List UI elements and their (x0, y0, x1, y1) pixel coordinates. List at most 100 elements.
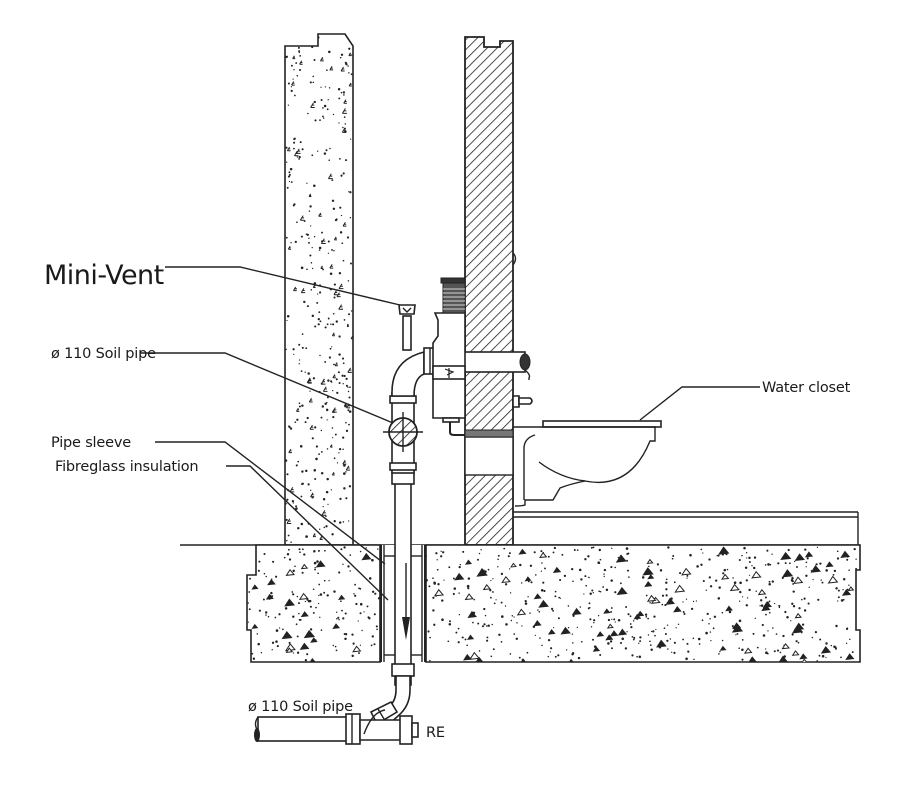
concrete-speckle (712, 627, 715, 630)
concrete-speckle (605, 588, 609, 592)
concrete-speckle (290, 241, 292, 244)
aggregate-mark (482, 584, 491, 591)
concrete-speckle (311, 437, 314, 440)
concrete-speckle (298, 548, 301, 551)
concrete-speckle (778, 606, 781, 609)
concrete-speckle (323, 152, 327, 155)
concrete-speckle (599, 653, 602, 657)
concrete-speckle (333, 363, 335, 366)
concrete-speckle (487, 624, 490, 627)
concrete-speckle (441, 618, 444, 621)
concrete-speckle (304, 600, 307, 603)
concrete-speckle (626, 631, 628, 633)
concrete-speckle (287, 534, 290, 537)
concrete-speckle (331, 248, 333, 251)
concrete-speckle (301, 482, 304, 486)
concrete-speckle (296, 156, 298, 158)
concrete-speckle (842, 577, 846, 581)
concrete-speckle (625, 547, 629, 550)
concrete-speckle (328, 579, 330, 582)
concrete-speckle (432, 596, 435, 599)
label-pipe-sleeve: Pipe sleeve (51, 435, 131, 451)
concrete-speckle (298, 612, 300, 615)
aggregate-mark (291, 81, 295, 86)
concrete-speckle (529, 612, 531, 614)
aggregate-mark (352, 645, 362, 653)
concrete-speckle (317, 150, 319, 152)
concrete-speckle (719, 651, 721, 653)
concrete-speckle (497, 558, 499, 561)
concrete-speckle (472, 621, 474, 624)
concrete-speckle (718, 653, 720, 655)
concrete-speckle (329, 347, 332, 350)
concrete-speckle (330, 323, 332, 325)
concrete-speckle (614, 591, 617, 594)
concrete-speckle (489, 589, 492, 592)
concrete-speckle (257, 569, 260, 572)
concrete-speckle (427, 630, 430, 633)
concrete-speckle (432, 609, 435, 612)
concrete-speckle (768, 583, 771, 586)
concrete-speckle (639, 636, 642, 639)
aggregate-mark (286, 146, 291, 152)
concrete-speckle (256, 633, 259, 635)
aggregate-mark (791, 625, 804, 634)
concrete-speckle (286, 319, 288, 322)
concrete-speckle (351, 310, 353, 312)
concrete-speckle (285, 459, 288, 462)
concrete-speckle (309, 605, 312, 608)
concrete-speckle (751, 565, 753, 567)
concrete-speckle (735, 634, 737, 636)
concrete-speckle (298, 343, 301, 346)
concrete-speckle (292, 502, 294, 504)
concrete-speckle (587, 555, 590, 558)
concrete-speckle (636, 655, 638, 658)
concrete-speckle (344, 159, 348, 162)
concrete-speckle (497, 554, 500, 557)
concrete-speckle (296, 595, 299, 598)
concrete-speckle (342, 362, 345, 365)
concrete-speckle (290, 64, 293, 67)
concrete-speckle (326, 396, 329, 399)
concrete-speckle (298, 68, 302, 72)
concrete-speckle (458, 614, 461, 616)
concrete-speckle (286, 161, 288, 163)
concrete-speckle (633, 636, 636, 639)
aggregate-mark (308, 397, 313, 403)
concrete-speckle (490, 596, 492, 599)
concrete-speckle (855, 558, 857, 560)
concrete-speckle (709, 631, 712, 633)
aggregate-mark (665, 597, 676, 605)
concrete-speckle (298, 405, 301, 408)
concrete-speckle (323, 591, 326, 594)
concrete-speckle (327, 317, 330, 320)
concrete-speckle (283, 556, 286, 559)
concrete-speckle (329, 147, 331, 150)
concrete-speckle (347, 323, 349, 326)
concrete-speckle (338, 381, 341, 385)
concrete-speckle (301, 148, 304, 151)
concrete-speckle (603, 575, 605, 578)
concrete-speckle (721, 611, 724, 614)
concrete-speckle (347, 520, 350, 522)
concrete-speckle (290, 86, 293, 88)
concrete-speckle (592, 592, 594, 594)
concrete-speckle (739, 581, 742, 585)
concrete-speckle (312, 75, 315, 78)
concrete-speckle (348, 191, 350, 193)
concrete-speckle (760, 599, 763, 602)
concrete-speckle (329, 272, 333, 275)
concrete-speckle (722, 572, 725, 575)
concrete-speckle (579, 606, 582, 608)
concrete-speckle (306, 653, 309, 656)
concrete-speckle (836, 550, 839, 553)
concrete-speckle (349, 554, 352, 556)
concrete-speckle (248, 591, 251, 593)
concrete-speckle (332, 323, 335, 326)
aggregate-mark (320, 379, 326, 385)
concrete-speckle (687, 650, 690, 653)
concrete-speckle (765, 613, 767, 616)
aggregate-mark (519, 658, 528, 662)
concrete-speckle (547, 638, 551, 642)
concrete-speckle (816, 546, 819, 549)
